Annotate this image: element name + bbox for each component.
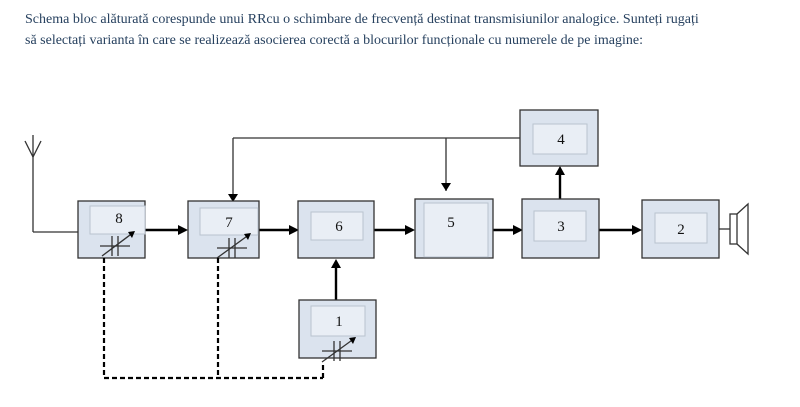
signal-arrows [145,166,642,300]
block-3: 3 [521,198,600,259]
variable-capacitor-icon [100,231,135,257]
question-line-1: Schema bloc alăturată corespunde unui RR… [25,12,699,27]
block-7-label: 7 [225,215,233,231]
block-8-label: 8 [115,211,123,227]
question-line-2: să selectați varianta în care se realize… [25,33,643,48]
block-6: 6 [297,200,375,259]
question-text: Schema bloc alăturată corespunde unui RR… [25,9,795,51]
block-2: 2 [641,199,720,259]
speaker-icon [719,202,749,256]
block-4: 4 [519,109,599,167]
block-1-label: 1 [335,314,343,330]
antenna-icon [24,135,78,233]
block-6-label: 6 [335,219,343,235]
block-2-label: 2 [677,222,685,238]
tuning-linkage [102,258,325,380]
block-1: 1 [298,299,377,359]
block-5: 5 [414,198,494,259]
block-3-label: 3 [557,219,565,235]
block-5-label: 5 [447,215,455,231]
variable-capacitor-icon [321,337,356,363]
variable-capacitor-icon [216,233,251,259]
block-7: 7 [187,200,260,259]
block-4-label: 4 [557,132,565,148]
oscillator-bus [228,137,520,202]
